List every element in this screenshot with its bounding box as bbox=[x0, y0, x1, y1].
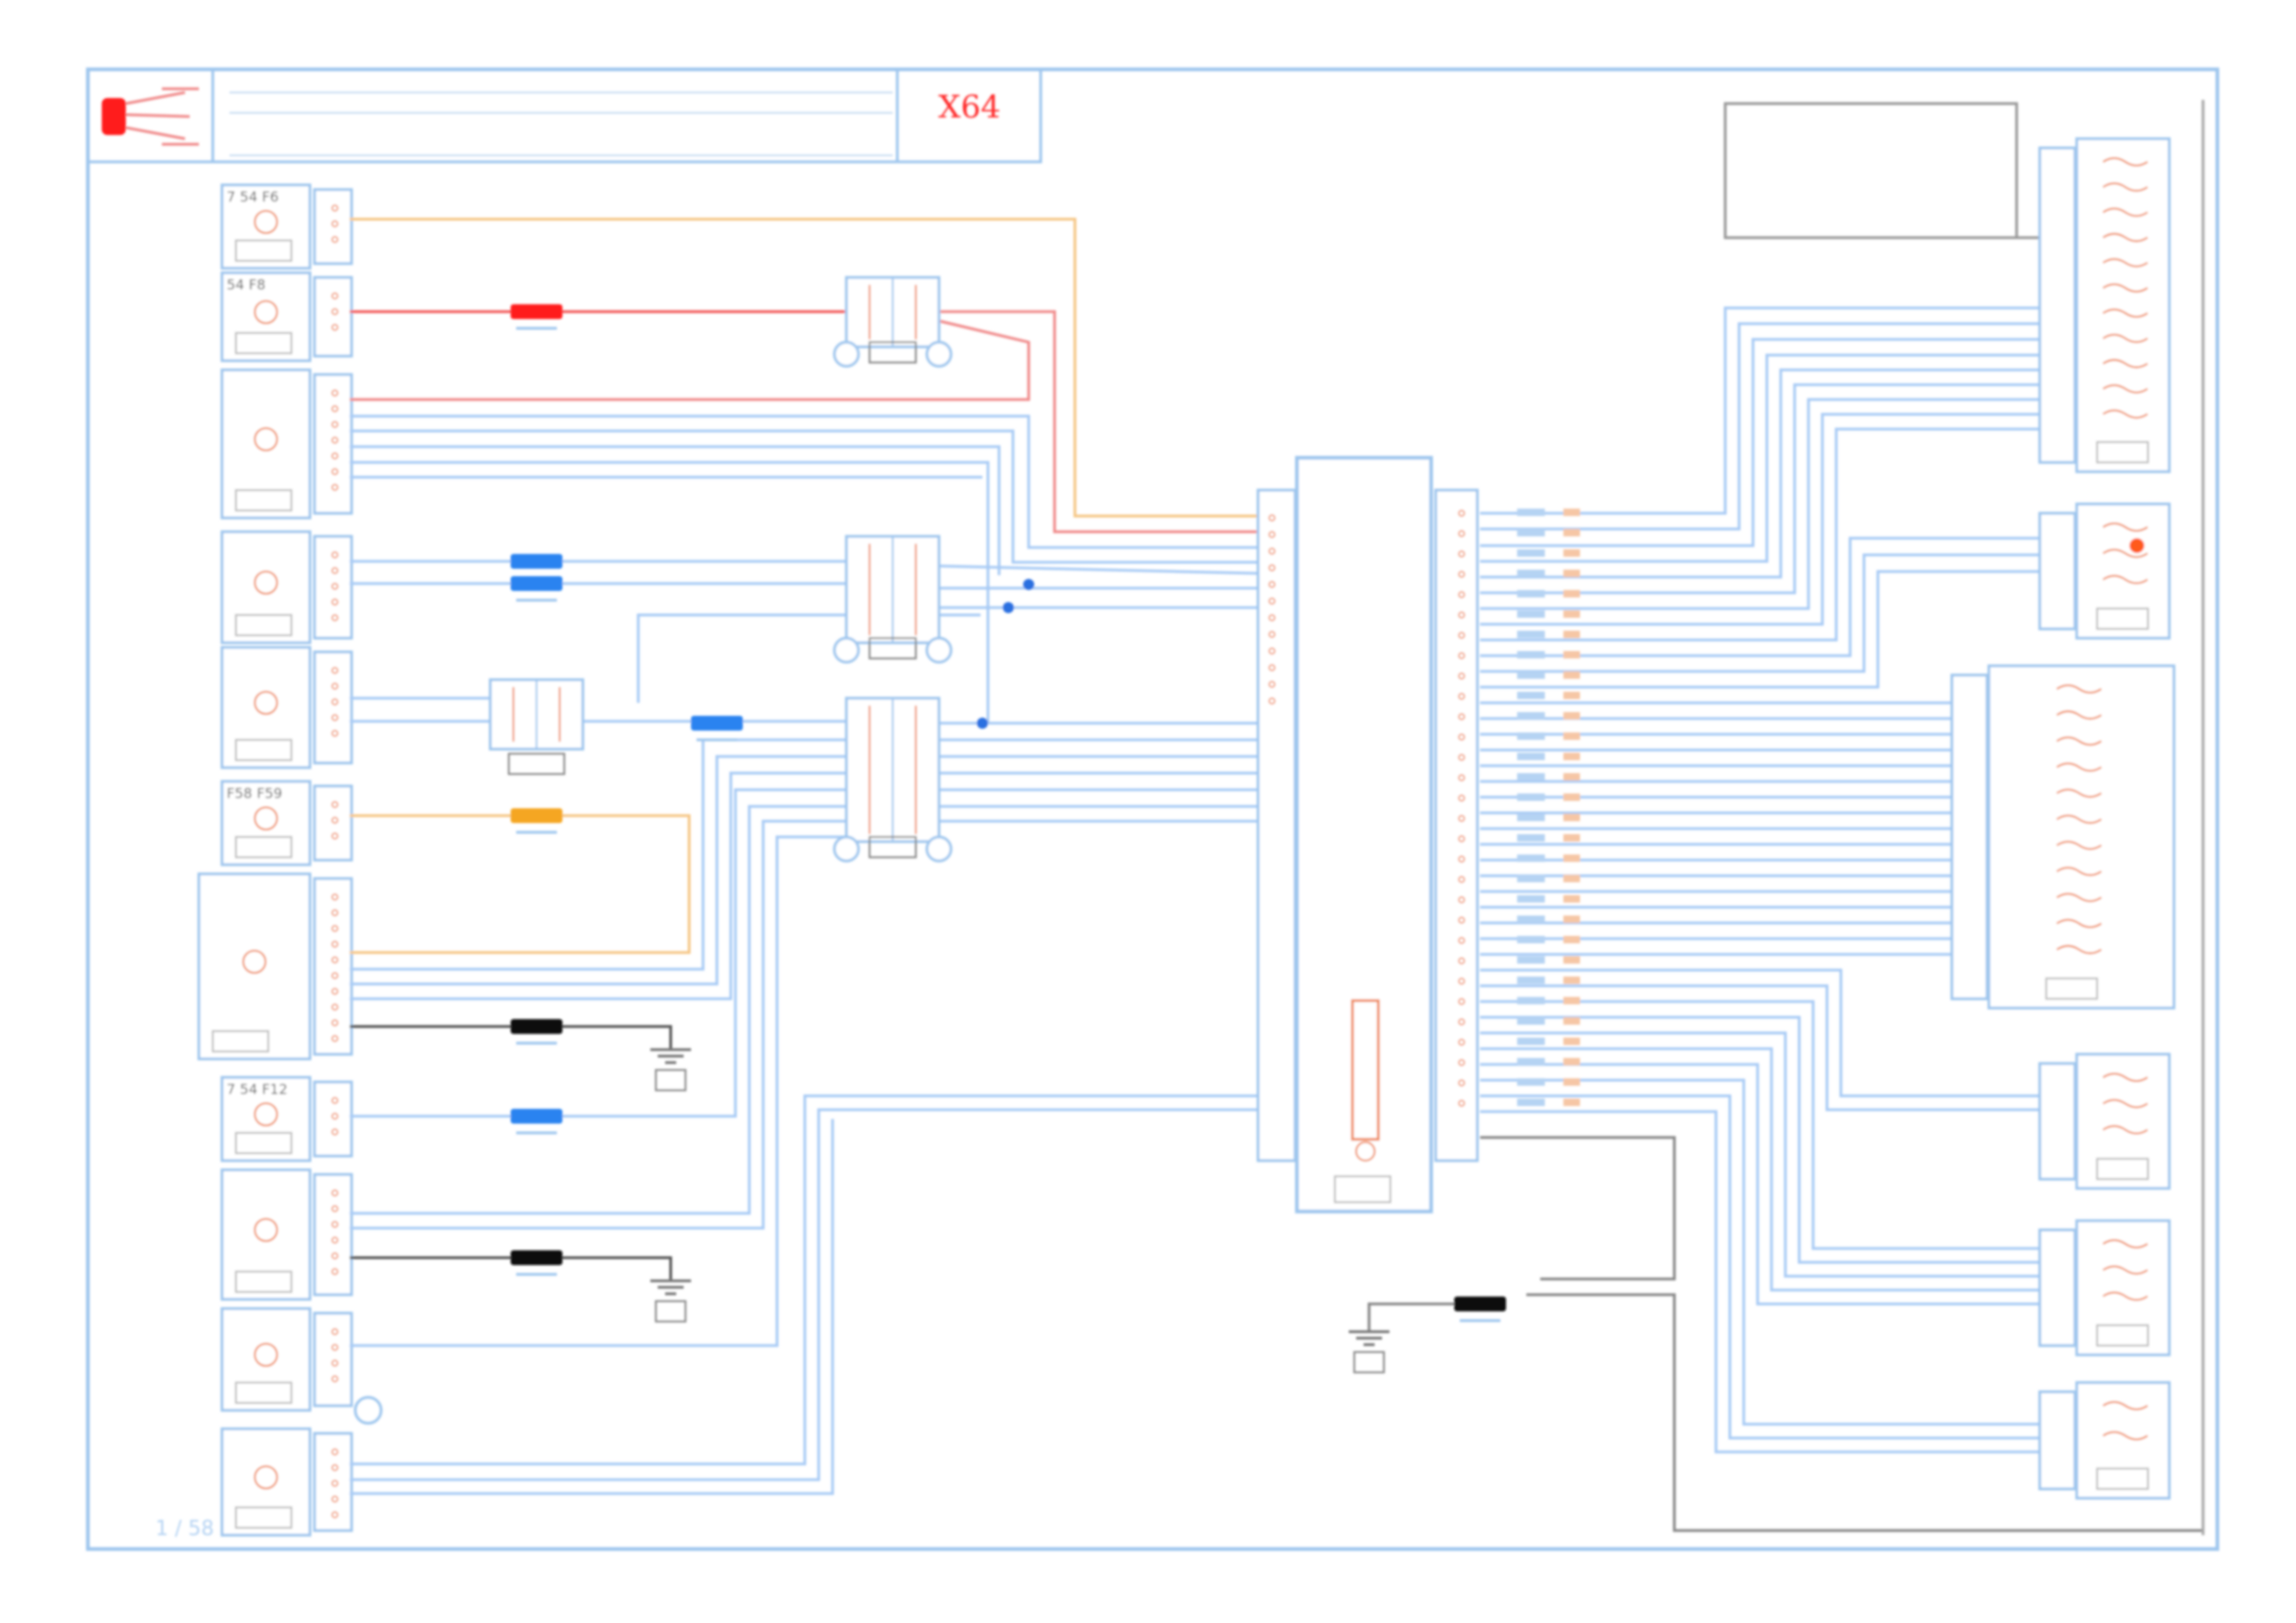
left-module: F58 F59 bbox=[220, 780, 353, 867]
component-symbol-icon bbox=[242, 950, 266, 974]
fuse-black bbox=[511, 1250, 562, 1276]
fuse-orange bbox=[511, 808, 562, 834]
right-modules bbox=[1950, 137, 2176, 1500]
left-module-label: F58 F59 bbox=[227, 785, 282, 802]
fuse-black bbox=[511, 1019, 562, 1045]
left-module bbox=[220, 646, 353, 769]
left-module: 54 F8 bbox=[220, 271, 353, 363]
header: X64 bbox=[86, 68, 1043, 164]
component-symbol-icon bbox=[253, 1218, 278, 1242]
ground-symbol-icon bbox=[650, 1279, 691, 1322]
left-module bbox=[220, 368, 353, 520]
component-symbol-icon bbox=[253, 806, 278, 830]
fuses bbox=[511, 304, 1506, 1322]
fuse-blue bbox=[691, 716, 743, 742]
inner-frame bbox=[2202, 100, 2204, 1535]
fuse-black bbox=[1454, 1297, 1506, 1322]
left-module: 7 54 F6 bbox=[220, 183, 353, 270]
right-module bbox=[2038, 1381, 2171, 1500]
small-ref-circle bbox=[353, 1396, 383, 1425]
grounds bbox=[650, 1048, 1389, 1373]
left-module-label: 7 54 F12 bbox=[227, 1081, 288, 1098]
ground-symbol-icon bbox=[650, 1048, 691, 1091]
fuse-blue bbox=[511, 554, 562, 580]
connector-plug-icon bbox=[102, 87, 199, 146]
component-symbol-icon bbox=[253, 691, 278, 715]
right-module bbox=[2038, 502, 2171, 640]
indicator-lamp-icon bbox=[2129, 538, 2144, 553]
outer-frame bbox=[86, 68, 2219, 1551]
wires bbox=[350, 217, 2202, 1532]
component-symbol-icon bbox=[253, 300, 278, 325]
left-module bbox=[220, 1427, 353, 1537]
page-reference: 1 / 58 bbox=[155, 1518, 214, 1541]
component-symbol-icon bbox=[253, 1102, 278, 1126]
left-module bbox=[220, 1307, 353, 1412]
left-modules: 7 54 F6 54 F8 F58 F59 7 54 F12 bbox=[197, 183, 353, 1537]
left-module-label: 7 54 F6 bbox=[227, 189, 278, 205]
component-symbol-icon bbox=[253, 1465, 278, 1490]
central-control-unit bbox=[1256, 456, 1580, 1213]
relay bbox=[488, 678, 585, 775]
right-module bbox=[2038, 1052, 2171, 1190]
fuse-red bbox=[511, 304, 562, 330]
component-symbol-icon bbox=[253, 210, 278, 234]
fuse-blue bbox=[511, 576, 562, 602]
left-module: 7 54 F12 bbox=[220, 1076, 353, 1162]
fuse-blue bbox=[511, 1109, 562, 1135]
junction-dots bbox=[977, 579, 1034, 729]
relay bbox=[833, 535, 953, 664]
relay bbox=[833, 276, 953, 368]
left-module bbox=[197, 872, 353, 1061]
component-symbol-icon bbox=[253, 571, 278, 595]
diagram-code: X64 bbox=[938, 89, 1000, 126]
relays bbox=[488, 276, 953, 863]
left-module bbox=[220, 1168, 353, 1301]
right-module bbox=[2038, 1219, 2171, 1357]
left-module-label: 54 F8 bbox=[227, 277, 265, 293]
top-right-box bbox=[1723, 102, 2018, 240]
right-module bbox=[2038, 137, 2171, 473]
component-symbol-icon bbox=[253, 1343, 278, 1367]
right-module bbox=[1950, 664, 2176, 1010]
relay bbox=[833, 696, 953, 863]
component-symbol-icon bbox=[253, 427, 278, 451]
left-module bbox=[220, 530, 353, 645]
ground-symbol-icon bbox=[1349, 1330, 1389, 1373]
